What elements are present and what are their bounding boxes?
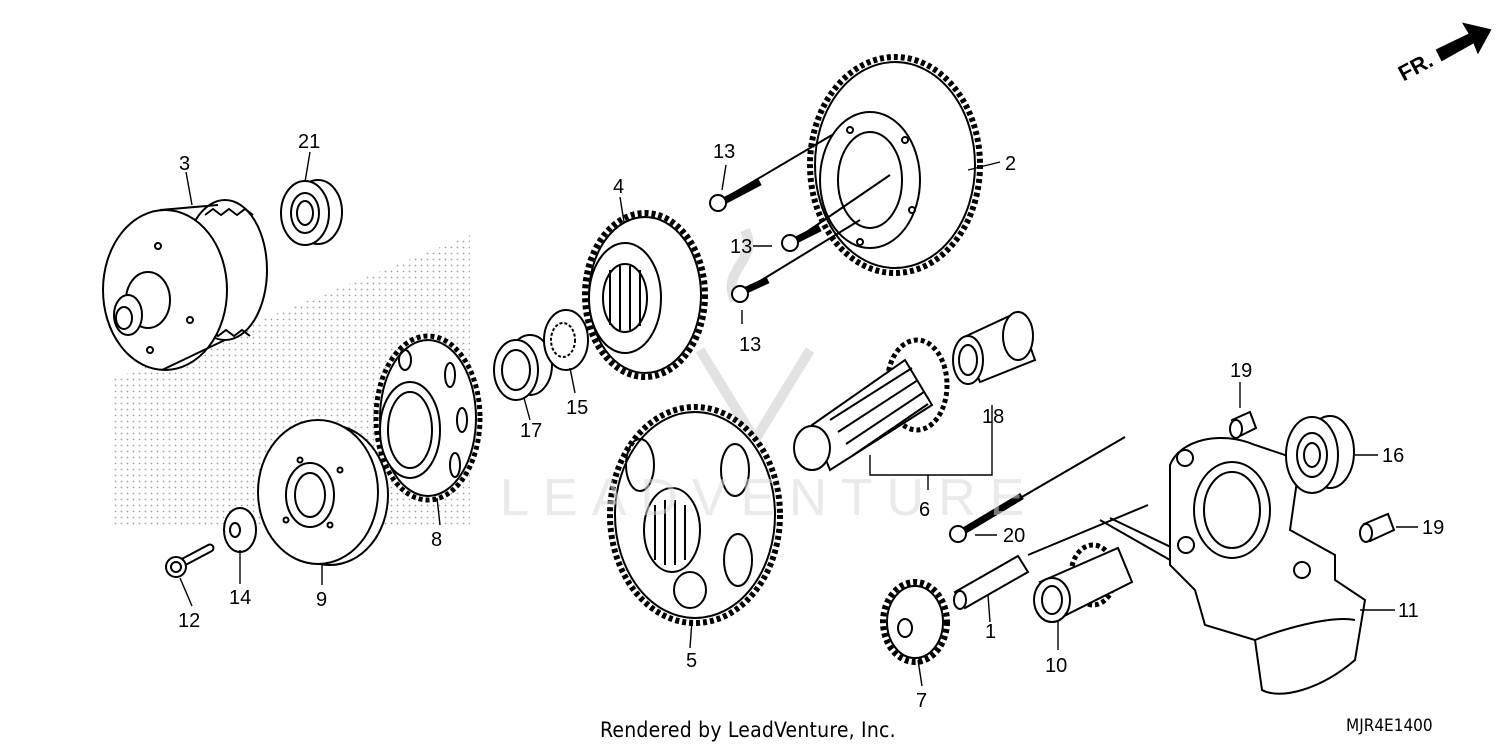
part-14-washer[interactable] [223, 507, 257, 553]
part-20-bolt[interactable] [949, 436, 1126, 543]
part-13-bolt-b[interactable] [781, 174, 891, 252]
callout-19-right: 19 [1422, 517, 1444, 539]
callout-20: 20 [1003, 525, 1025, 547]
leader-lines [179, 151, 1418, 687]
callout-4: 4 [613, 176, 624, 198]
callout-1: 1 [985, 621, 996, 643]
callout-13-bottom: 13 [739, 334, 761, 356]
part-7-small-gear[interactable] [880, 579, 950, 665]
part-3-clutch-outer[interactable] [102, 199, 268, 371]
part-12-bolt[interactable] [165, 543, 215, 578]
callout-16: 16 [1382, 445, 1404, 467]
part-5-large-gear[interactable] [607, 404, 783, 626]
part-8-driven-gear[interactable] [373, 333, 483, 503]
callout-19-top: 19 [1230, 360, 1252, 382]
part-1-pin[interactable] [953, 504, 1149, 610]
part-21-bearing[interactable] [280, 179, 343, 246]
callout-21: 21 [298, 131, 320, 153]
callout-14: 14 [229, 587, 251, 609]
callout-7: 7 [916, 690, 927, 712]
callout-10: 10 [1045, 655, 1067, 677]
part-18-needle-bearing[interactable] [493, 334, 553, 401]
part-16-bearing[interactable] [1285, 415, 1355, 494]
diagram-code: MJR4E1400 [1346, 716, 1433, 736]
front-direction-arrow-icon [1435, 22, 1492, 62]
callout-labels: 3 21 4 2 13 13 13 15 17 8 9 14 12 5 7 1 … [178, 131, 1444, 712]
footer-credit: Rendered by LeadVenture, Inc. [600, 718, 896, 742]
callout-9: 9 [316, 589, 327, 611]
callout-12: 12 [178, 610, 200, 632]
callout-11: 11 [1398, 600, 1419, 622]
callout-2: 2 [1005, 153, 1016, 175]
callout-17: 18 [982, 406, 1004, 428]
part-15-splined-washer[interactable] [543, 309, 589, 371]
callout-5: 5 [686, 650, 697, 672]
part-2-ring-gear[interactable] [807, 54, 983, 276]
part-13-bolt-a[interactable] [709, 134, 833, 212]
callout-13-mid: 13 [730, 236, 752, 258]
callout-6: 6 [919, 499, 930, 521]
part-19-dowel-a[interactable] [1229, 410, 1258, 439]
part-11-bracket[interactable] [1169, 437, 1367, 695]
part-4-gear[interactable] [582, 210, 708, 380]
part-10-gear-shaft[interactable] [1033, 517, 1266, 623]
part-6-splined-shaft[interactable] [793, 337, 950, 472]
part-9-flywheel[interactable] [257, 419, 389, 566]
part-17-bushing[interactable] [952, 310, 1037, 385]
part-19-dowel-b[interactable] [1359, 512, 1396, 543]
callout-8: 8 [431, 529, 442, 551]
callout-13-top: 13 [713, 141, 735, 163]
watermark-text: LEADVENTURE [500, 469, 1039, 527]
part-13-bolt-c[interactable] [731, 219, 861, 303]
callout-3: 3 [179, 153, 190, 175]
callout-18: 17 [520, 420, 542, 442]
callout-15: 15 [566, 397, 588, 419]
